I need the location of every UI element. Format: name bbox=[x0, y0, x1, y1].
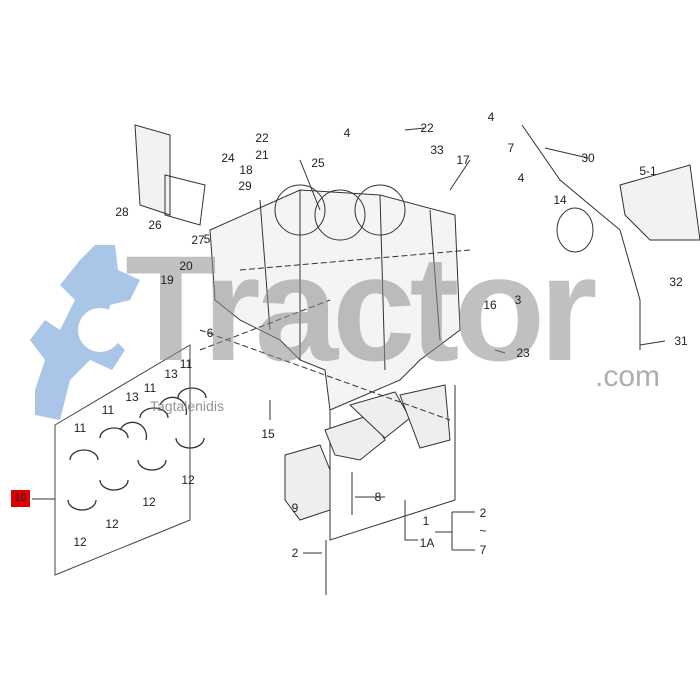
callout-label[interactable]: 22 bbox=[420, 121, 434, 135]
callout-label[interactable]: 4 bbox=[517, 171, 525, 185]
callout-label[interactable]: 1 bbox=[422, 514, 430, 528]
callout-label[interactable]: 25 bbox=[311, 156, 325, 170]
watermark-brand: Tractor bbox=[125, 224, 598, 392]
callout-label[interactable]: 5 bbox=[203, 232, 211, 246]
callout-label[interactable]: 19 bbox=[160, 273, 174, 287]
callout-label[interactable]: 18 bbox=[239, 163, 253, 177]
callout-label[interactable]: 12 bbox=[73, 535, 87, 549]
callout-label[interactable]: 22 bbox=[255, 131, 269, 145]
callout-label[interactable]: 11 bbox=[179, 357, 193, 371]
callout-label[interactable]: 6 bbox=[206, 326, 214, 340]
callout-label[interactable]: 17 bbox=[456, 153, 470, 167]
callout-label[interactable]: 2 bbox=[479, 506, 487, 520]
callout-label[interactable]: 5-1 bbox=[639, 164, 657, 178]
callout-label[interactable]: 30 bbox=[581, 151, 595, 165]
callout-label[interactable]: 29 bbox=[238, 179, 252, 193]
callout-label[interactable]: 8 bbox=[374, 490, 382, 504]
watermark-domain: .com bbox=[595, 360, 661, 393]
callout-label[interactable]: 11 bbox=[101, 403, 115, 417]
callout-label[interactable]: ~ bbox=[479, 524, 487, 538]
callout-label[interactable]: 7 bbox=[479, 543, 487, 557]
bearing-shells bbox=[67, 387, 207, 511]
callout-label[interactable]: 11 bbox=[143, 381, 157, 395]
callout-label[interactable]: 32 bbox=[669, 275, 683, 289]
callout-label[interactable]: 16 bbox=[483, 298, 497, 312]
callout-label[interactable]: 11 bbox=[73, 421, 87, 435]
callout-label[interactable]: 20 bbox=[179, 259, 193, 273]
callout-label[interactable]: 3 bbox=[514, 293, 522, 307]
callout-label[interactable]: 4 bbox=[343, 126, 351, 140]
callout-10-highlighted[interactable]: 10 bbox=[11, 490, 30, 507]
callout-label[interactable]: 33 bbox=[430, 143, 444, 157]
callout-label[interactable]: 13 bbox=[125, 390, 139, 404]
callout-label[interactable]: 27 bbox=[191, 233, 205, 247]
callout-label[interactable]: 26 bbox=[148, 218, 162, 232]
callout-label[interactable]: 12 bbox=[181, 473, 195, 487]
callout-label[interactable]: 4 bbox=[487, 110, 495, 124]
callout-label[interactable]: 7 bbox=[507, 141, 515, 155]
callout-label[interactable]: 23 bbox=[516, 346, 530, 360]
callout-label[interactable]: 14 bbox=[553, 193, 567, 207]
gear-logo-icon bbox=[30, 245, 140, 420]
callout-label[interactable]: 12 bbox=[142, 495, 156, 509]
callout-label[interactable]: 24 bbox=[221, 151, 235, 165]
callout-label[interactable]: 9 bbox=[291, 501, 299, 515]
watermark-subtext: Tagtalenidis bbox=[150, 398, 224, 414]
callout-label[interactable]: 15 bbox=[261, 427, 275, 441]
callout-label[interactable]: 1A bbox=[419, 536, 435, 550]
callout-label[interactable]: 28 bbox=[115, 205, 129, 219]
callout-label[interactable]: 13 bbox=[164, 367, 178, 381]
callout-label[interactable]: 21 bbox=[255, 148, 269, 162]
callout-label[interactable]: 2 bbox=[291, 546, 299, 560]
callout-label[interactable]: 12 bbox=[105, 517, 119, 531]
callout-label[interactable]: 31 bbox=[674, 334, 688, 348]
